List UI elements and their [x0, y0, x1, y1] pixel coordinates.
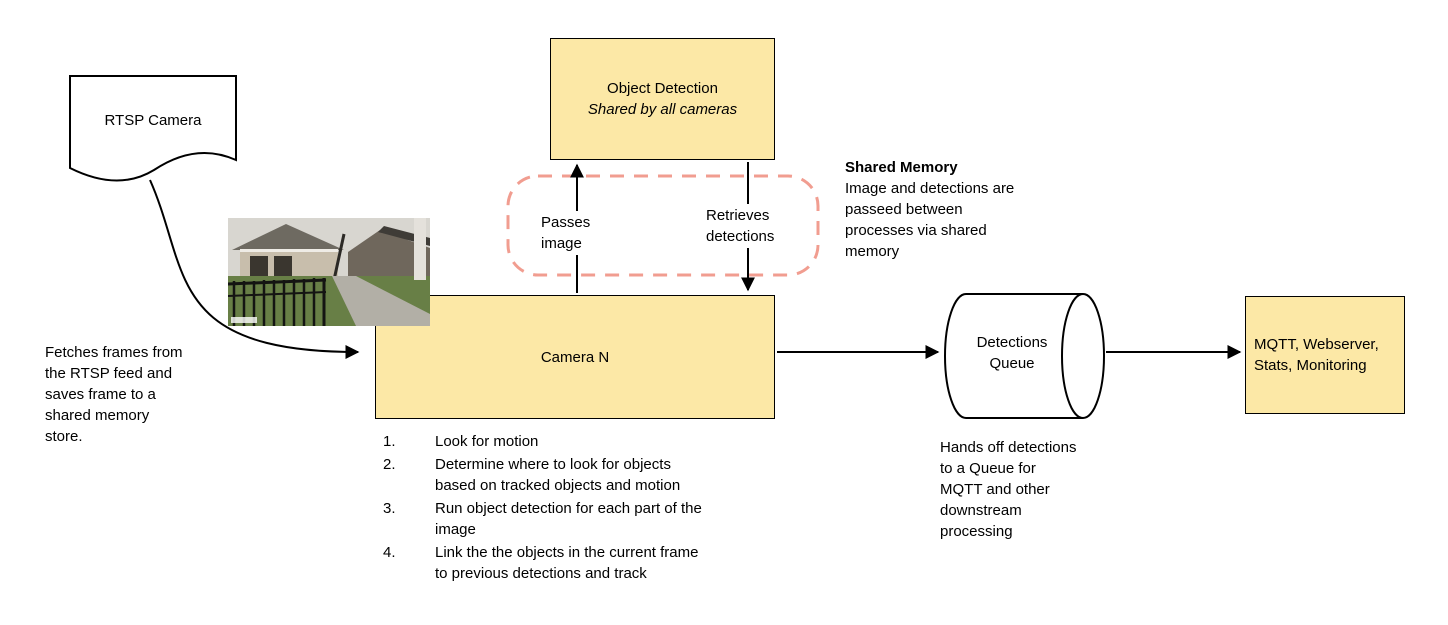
passes-image-label: Passes image — [538, 211, 594, 255]
shared-memory-body: Image and detections are passeed between… — [845, 180, 1015, 260]
object-detection-subtitle: Shared by all cameras — [587, 101, 738, 118]
photo-pole — [332, 233, 346, 281]
camera-n-node: Camera N — [375, 295, 775, 419]
retrieves-detections-label: Retrieves detections — [703, 204, 778, 248]
list-item: 1. Look for motion — [383, 431, 783, 453]
rtsp-camera-label: RTSP Camera — [104, 112, 202, 129]
step-text: Look for motion — [435, 433, 539, 450]
photo-porch-post — [414, 218, 426, 280]
photo-shed-door — [250, 256, 268, 280]
step-text: Link the the objects in the current fram… — [435, 543, 699, 583]
object-detection-title: Object Detection — [607, 80, 718, 97]
queue-handoff-note: Hands off detections to a Queue for MQTT… — [940, 439, 1077, 540]
shared-memory-title: Shared Memory — [845, 159, 958, 176]
step-number: 4. — [383, 543, 396, 561]
photo-shed-door — [274, 256, 292, 280]
step-text: Determine where to look for objects base… — [435, 455, 681, 495]
photo-shed-roof — [232, 224, 344, 250]
list-item: 3. Run object detection for each part of… — [383, 498, 783, 541]
camera-frame-image — [228, 218, 430, 326]
photo-watermark — [231, 317, 257, 323]
step-number: 3. — [383, 499, 396, 517]
photo-sidewalk — [332, 276, 430, 326]
step-number: 2. — [383, 455, 396, 473]
camera-n-label: Camera N — [540, 348, 610, 366]
object-detection-node: Object Detection Shared by all cameras — [550, 38, 775, 160]
photo-shed-trim — [240, 249, 338, 252]
camera-steps-list: 1. Look for motion 2. Determine where to… — [383, 431, 783, 586]
step-number: 1. — [383, 433, 396, 450]
list-item: 2. Determine where to look for objects b… — [383, 454, 783, 497]
photo-background-houses — [348, 230, 430, 276]
detections-queue-label: Detections Queue — [976, 334, 1048, 372]
outputs-node: MQTT, Webserver, Stats, Monitoring — [1245, 296, 1405, 414]
fetch-frames-note: Fetches frames from the RTSP feed and sa… — [45, 344, 183, 445]
shared-memory-note: Shared Memory Image and detections are p… — [845, 157, 1070, 262]
outputs-label: MQTT, Webserver, Stats, Monitoring — [1254, 336, 1379, 374]
list-item: 4. Link the the objects in the current f… — [383, 542, 783, 585]
step-text: Run object detection for each part of th… — [435, 499, 702, 539]
